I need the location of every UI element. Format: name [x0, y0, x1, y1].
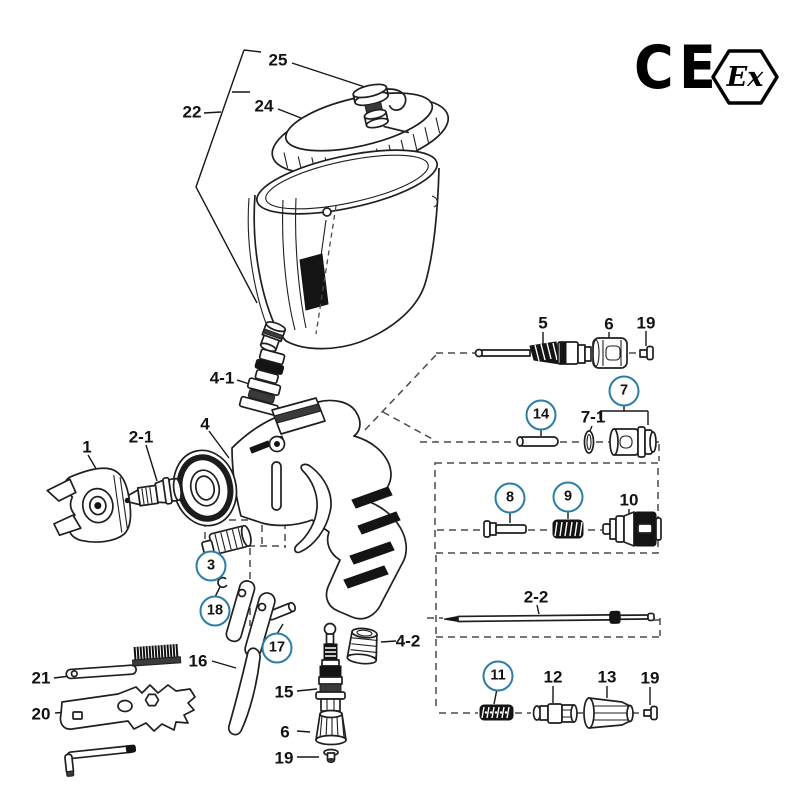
adjust-knob-6-mid	[315, 709, 347, 746]
part-callout-6: 6	[280, 722, 290, 742]
part-callout-10: 10	[619, 490, 639, 510]
part-callout-3: 3	[195, 550, 227, 582]
cup-spout	[259, 321, 287, 353]
fluid-needle-2-2	[443, 610, 655, 624]
part-callout-2-2: 2-2	[523, 587, 549, 607]
part-callout-6: 6	[604, 314, 614, 334]
part-callout-12: 12	[543, 667, 563, 687]
hex-key	[64, 744, 137, 777]
screw-19-mid	[323, 748, 339, 763]
part-callout-4-1: 4-1	[209, 368, 235, 388]
part-callout-16: 16	[188, 651, 208, 671]
part-callout-8: 8	[494, 482, 526, 514]
part-callout-22: 22	[182, 102, 202, 122]
part-callout-19: 19	[274, 748, 294, 768]
part-callout-24: 24	[254, 96, 274, 116]
part-callout-18: 18	[199, 595, 231, 627]
part-callout-20: 20	[31, 704, 51, 724]
part-callout-9: 9	[552, 481, 584, 513]
part-callout-15: 15	[274, 682, 294, 702]
part-callout-1: 1	[82, 437, 92, 457]
trigger-16	[225, 580, 276, 736]
ce-mark: CE	[634, 33, 722, 103]
part-callout-17: 17	[261, 632, 293, 664]
part-callout-7: 7	[608, 375, 640, 407]
baffle-3	[201, 524, 252, 556]
part-callout-5: 5	[538, 313, 548, 333]
knob-13	[583, 697, 634, 729]
spring-9	[552, 519, 584, 539]
part-callout-19: 19	[636, 313, 656, 333]
valve-assembly-10	[602, 511, 662, 547]
inlet-fitting-4-2	[346, 627, 378, 665]
atex-ex-mark: Ex	[712, 50, 778, 104]
pin-8	[483, 520, 527, 538]
fluid-nozzle-2-1	[124, 476, 182, 507]
part-callout-14: 14	[525, 399, 557, 431]
service-wrench-20	[59, 684, 196, 732]
pin-14	[516, 436, 559, 447]
e-clip-18	[217, 576, 228, 589]
cup-vent-25	[352, 83, 409, 134]
part-callout-7-1: 7-1	[580, 407, 606, 427]
knob-6-top	[592, 337, 628, 369]
screw-19-top	[639, 345, 654, 361]
part-callout-19: 19	[640, 668, 660, 688]
air-cap-1	[46, 467, 132, 543]
cleaning-brush-21	[65, 643, 182, 680]
air-valve-seat-7	[609, 426, 657, 458]
part-callout-25: 25	[268, 50, 288, 70]
part-callout-2-1: 2-1	[128, 427, 154, 447]
cup-connector-4-1	[238, 348, 286, 417]
air-valve-15	[315, 659, 346, 712]
gun-body-4	[172, 397, 408, 620]
fitting-12	[532, 703, 578, 724]
part-callout-4: 4	[200, 414, 210, 434]
valve-stem	[323, 622, 338, 661]
part-callout-4-2: 4-2	[395, 631, 421, 651]
o-ring-7-1	[583, 430, 595, 454]
part-callout-13: 13	[597, 667, 617, 687]
part-callout-21: 21	[31, 668, 51, 688]
cup-body-22	[247, 149, 440, 350]
spring-11	[479, 704, 514, 721]
part-callout-11: 11	[482, 660, 514, 692]
atex-hexagon	[711, 49, 779, 105]
needle-packing-5	[474, 341, 592, 365]
screw-19-bottom	[643, 705, 658, 721]
atex-ex-text: Ex	[726, 61, 764, 93]
